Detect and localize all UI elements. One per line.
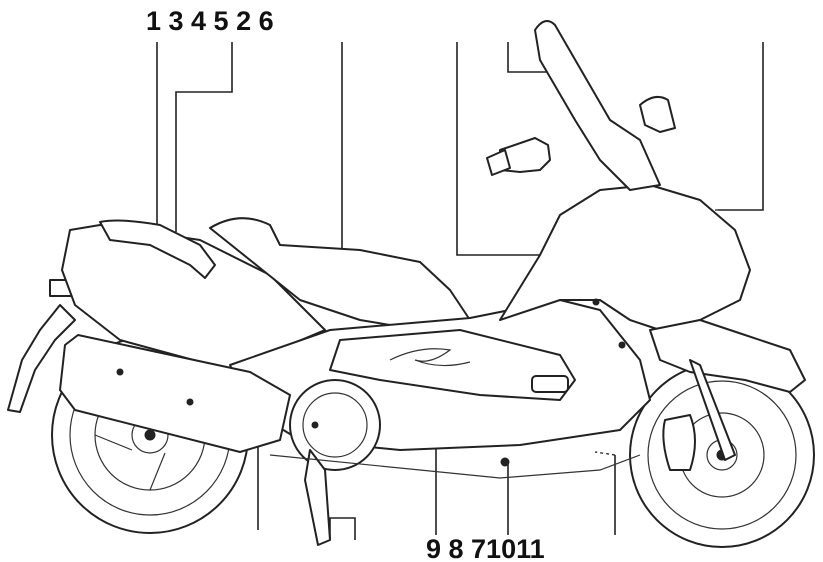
- front-wheel: [629, 362, 815, 548]
- bottom-callout-numbers: 9 8 71011: [426, 534, 545, 562]
- scooter-body: [59, 20, 806, 546]
- top-callout-numbers: 1 3 4 5 2 6: [146, 6, 274, 36]
